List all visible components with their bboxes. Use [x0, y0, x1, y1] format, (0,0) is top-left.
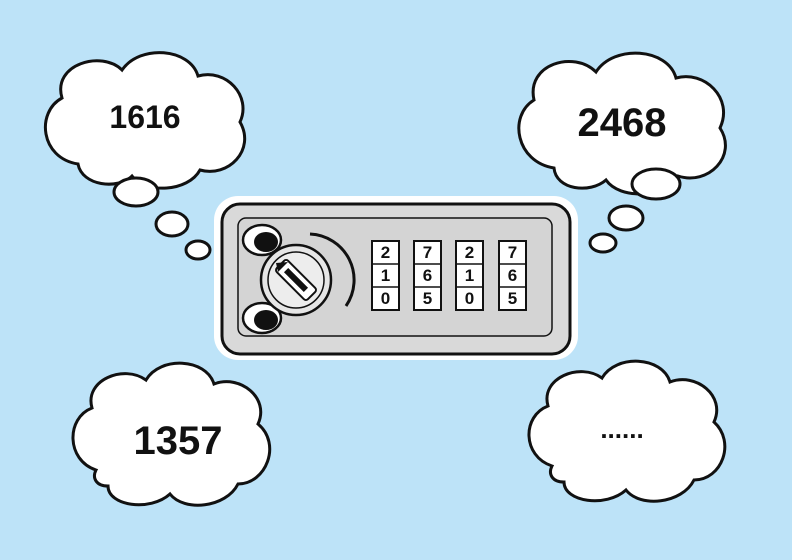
- wheel-1-digit-1: 2: [381, 243, 390, 262]
- thought-cloud-top-left: 1616: [44, 51, 247, 261]
- wheel-2-digit-2: 6: [423, 266, 432, 285]
- wheel-3-digit-3: 0: [465, 289, 474, 308]
- bubble-text-bottom-right: ......: [600, 414, 643, 444]
- wheel-3-digit-1: 2: [465, 243, 474, 262]
- wheel-3-digit-2: 1: [465, 266, 474, 285]
- wheel-1-digit-2: 1: [381, 266, 390, 285]
- dial-arc: [309, 232, 356, 307]
- bubble-text-top-left: 1616: [109, 99, 180, 135]
- combination-lock: 2 1 0 7 6 5 2 1 0 7 6 5: [214, 196, 578, 360]
- wheel-4-digit-2: 6: [508, 266, 517, 285]
- reset-knob[interactable]: [259, 243, 333, 317]
- thought-cloud-bottom-left: 1357: [71, 361, 272, 507]
- digit-wheels: 2 1 0 7 6 5 2 1 0 7 6 5: [371, 240, 527, 311]
- thought-cloud-bottom-right: ......: [527, 359, 727, 503]
- thought-cloud-top-right: 2468: [517, 51, 727, 254]
- wheel-1-digit-3: 0: [381, 289, 390, 308]
- bubble-text-bottom-left: 1357: [134, 419, 223, 463]
- bubble-text-top-right: 2468: [578, 101, 667, 145]
- wheel-2-digit-3: 5: [423, 289, 432, 308]
- digit-wheel-1[interactable]: 2 1 0: [371, 240, 400, 311]
- digit-wheel-3[interactable]: 2 1 0: [455, 240, 484, 311]
- knob-arrow-icon: [276, 262, 288, 272]
- wheel-4-digit-1: 7: [508, 243, 517, 262]
- wheel-2-digit-1: 7: [423, 243, 432, 262]
- wheel-4-digit-3: 5: [508, 289, 517, 308]
- digit-wheel-2[interactable]: 7 6 5: [413, 240, 442, 311]
- digit-wheel-4[interactable]: 7 6 5: [498, 240, 527, 311]
